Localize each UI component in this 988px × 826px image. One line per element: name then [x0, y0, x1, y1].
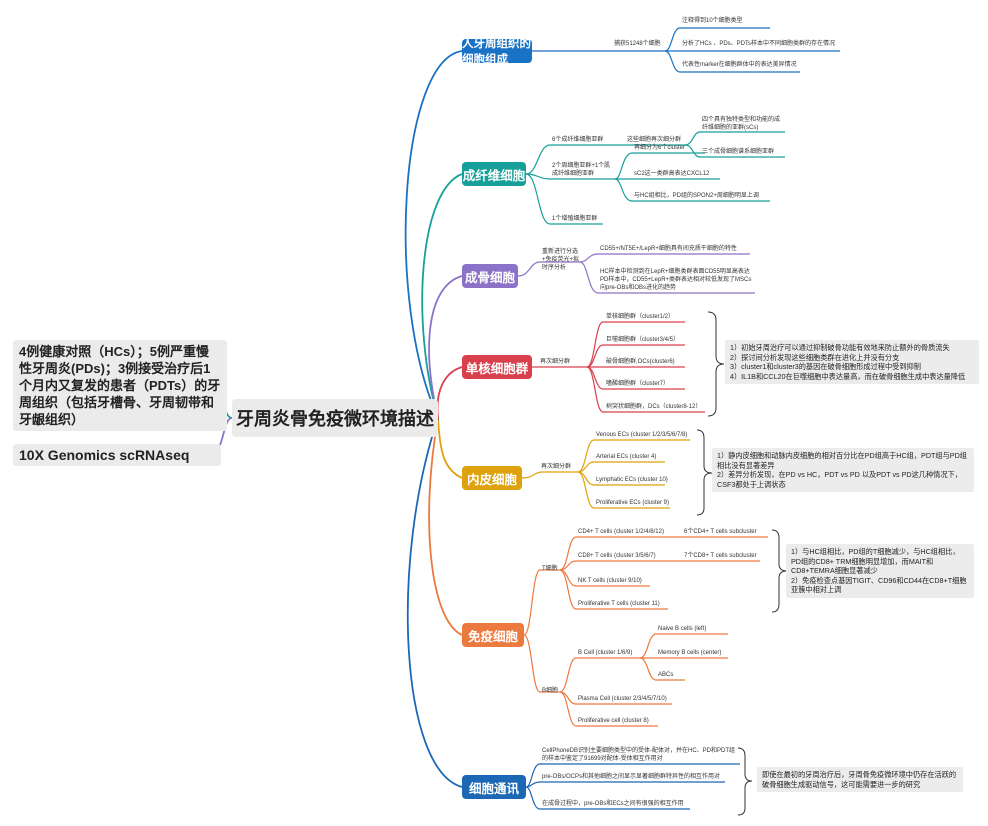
b6-b-item: Proliferative cell (cluster 8)	[578, 718, 649, 724]
b6-t-item: CD8+ T cells (cluster 3/5/6/7)	[578, 553, 656, 559]
b2-subgroup: 这些细胞再次细分群	[627, 137, 682, 143]
sample-description[interactable]: 4例健康对照（HCs）；5例严重慢性牙周炎(PDs)；3例接受治疗后1个月内又复…	[13, 340, 227, 431]
b6-b-item: Plasma Cell (cluster 2/3/4/5/7/10)	[578, 696, 667, 702]
b6-t-subcluster: 6个CD4+ T cells subcluster	[684, 529, 757, 535]
b1-item: 注释得到10个细胞类型	[682, 18, 743, 24]
b2-subgroup: 6个成纤维细胞亚群	[552, 137, 604, 143]
b2-item: 四个具有独特类型和功能的成纤维细胞的亚群(sCs)	[702, 117, 781, 131]
b2-item: 三个成骨细胞谱系细胞亚群	[702, 149, 775, 155]
b5-subgroup: 再次细分群	[541, 464, 572, 470]
b4-item: 树突状细胞群，DCs（cluster8-12）	[606, 404, 702, 410]
branch-fibroblast[interactable]: 成纤维细胞	[462, 162, 526, 186]
b7-item: 在成骨过程中，pre-OBs和ECs之间有很强的相互作用	[542, 801, 684, 807]
b2-item: 与HC组相比，PD组的SPON2+周细胞明显上调	[634, 193, 759, 199]
method-label[interactable]: 10X Genomics scRNAseq	[13, 444, 221, 466]
b2-subgroup: 2个周细胞亚群+1个肌成纤维细胞亚群	[552, 163, 611, 177]
b1-capture: 捕获51248个细胞	[614, 41, 661, 47]
b4-item: 单核细胞群（cluster1/2）	[606, 314, 675, 320]
branch-cell-composition[interactable]: 人牙周组织的细胞组成	[462, 38, 532, 66]
central-topic[interactable]: 牙周炎骨免疫微环境描述	[232, 399, 438, 437]
b4-item: 破骨细胞群,OCs(cluster6)	[606, 359, 675, 365]
b6-t-item: Proliferative T cells (cluster 11)	[578, 601, 660, 607]
b6-t-note: 1）与HC组相比，PD组的T细胞减少，与HC组相比，PD组的CD8+ TRM细胞…	[786, 544, 974, 598]
b5-item: Lymphatic ECs (cluster 10)	[596, 477, 668, 483]
b6-t-item: NK T cells (cluster 9/10)	[578, 578, 642, 584]
b2-subgroup: 1个增殖细胞亚群	[552, 216, 598, 222]
b2-item: sC2这一类群高表达CXCL12	[634, 171, 710, 177]
b7-item: CellPhoneDB识别主要细胞类型中的受体-配体对，并在HC、PD和PDT组…	[542, 748, 736, 762]
b7-note: 即使在最初的牙周治疗后，牙周骨免疫微环境中仍存在活跃的破骨细胞生成驱动信号，这可…	[757, 767, 963, 793]
b6-t-subcluster: 7个CD8+ T cells subcluster	[684, 553, 757, 559]
branch-communication[interactable]: 细胞通讯	[462, 775, 526, 799]
b3-item: HC样本中检测到在LepR+细胞类群表面CD55明显高表达PD样本中，CD55+…	[600, 269, 752, 291]
b5-item: Venous ECs (cluster 1/2/3/5/6/7/8)	[596, 432, 688, 438]
branch-monocyte[interactable]: 单核细胞群	[462, 355, 532, 379]
b4-item: 嗜酸细胞群（cluster7）	[606, 381, 670, 387]
b4-item: 巨噬细胞群（cluster3/4/5）	[606, 337, 680, 343]
branch-immune[interactable]: 免疫细胞	[462, 623, 524, 647]
b1-item: 分析了HCs 、PDs、PDTs样本中不同细胞类群的存在情况	[682, 41, 836, 47]
b3-method: 重新进行分选+免疫荧光+拟时序分析	[542, 249, 580, 271]
b5-item: Proliferative ECs (cluster 9)	[596, 500, 670, 506]
b1-item: 代表性marker在细胞群体中的表达美异情况	[682, 62, 797, 68]
b2-item: 再细分为6个cluster	[634, 145, 686, 151]
b5-item: Arterial ECs (cluster 4)	[596, 454, 657, 460]
branch-osteoblast[interactable]: 成骨细胞	[462, 264, 518, 288]
b6-t-item: CD4+ T cells (cluster 1/2/4/8/12)	[578, 529, 664, 535]
b3-item: CD55+/NT5E+/LepR+细胞具有间充质干细胞的特性	[600, 246, 737, 252]
b4-subgroup: 再次细分群	[540, 359, 571, 365]
b6-t-cells: T细胞	[542, 566, 558, 572]
b6-b-subtype: Memory B cells (center)	[658, 650, 722, 656]
branch-endothelial[interactable]: 内皮细胞	[462, 466, 522, 490]
b6-b-cells: B细胞	[542, 688, 559, 694]
b7-item: pre-OBs/OCPs和其他细胞之间显示显著细胞群特异性的相互作用对	[542, 774, 721, 780]
b6-b-subtype: Naive B cells (left)	[658, 626, 707, 632]
b6-b-subtype: ABCs	[658, 672, 674, 678]
b6-b-item: B Cell (cluster 1/6/9)	[578, 650, 633, 656]
b4-note: 1）初始牙周治疗可以通过抑制破骨功能有效地来防止额外的骨质流失 2）探讨间分析发…	[725, 340, 979, 385]
b5-note: 1）静内皮细胞和动脉内皮细胞的相对百分比在PD组高于HC组，PDT组与PD组相比…	[712, 448, 974, 493]
